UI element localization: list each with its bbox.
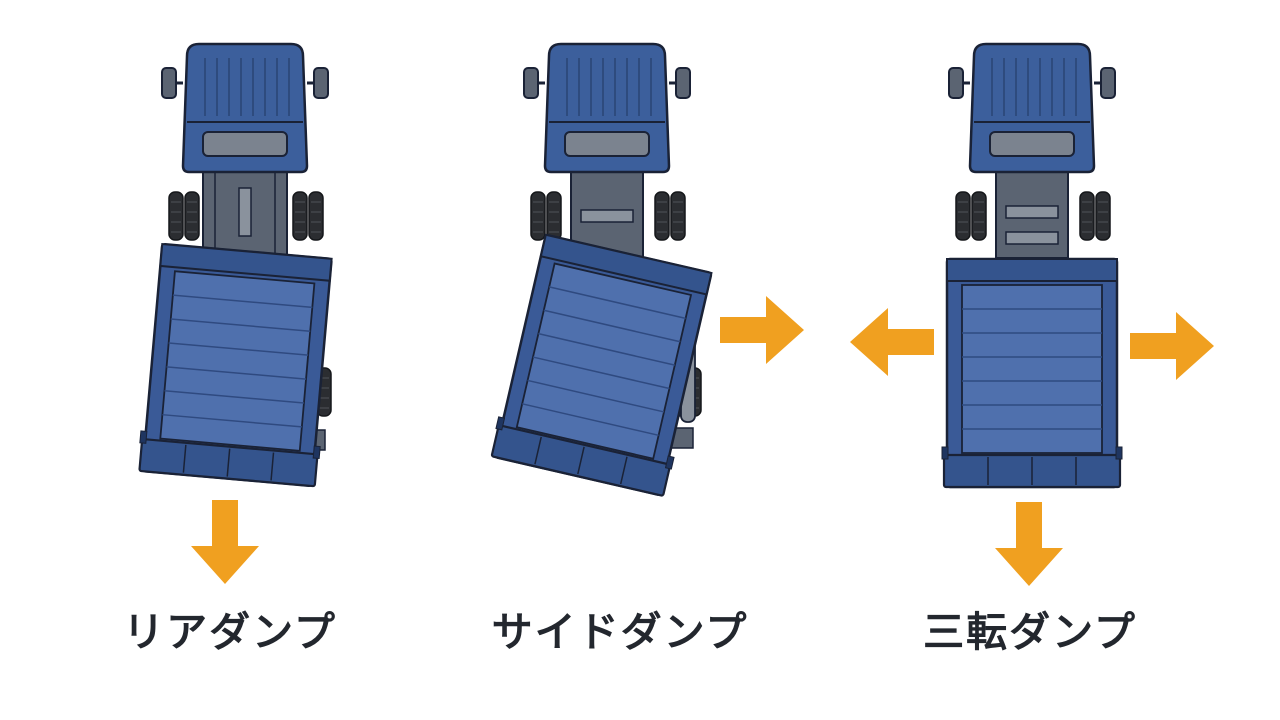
rear-dump-truck <box>136 42 338 584</box>
side-dump-bed <box>488 232 718 498</box>
side-dump-label: サイドダンプ <box>491 608 749 656</box>
three-way-dump-cab <box>947 42 1117 174</box>
rear-dump-cab <box>160 42 330 174</box>
right-arrow-icon <box>1130 312 1214 380</box>
rear-dump-bed <box>136 242 338 488</box>
rear-dump-label: リアダンプ <box>123 608 337 656</box>
side-dump-cab <box>522 42 692 174</box>
right-arrow-icon <box>720 296 804 364</box>
three-way-dump-chassis <box>955 167 1111 259</box>
left-arrow-icon <box>850 308 934 376</box>
three-way-dump-bed <box>940 257 1124 489</box>
side-dump-truck <box>488 42 804 498</box>
down-arrow-icon <box>995 502 1063 586</box>
three-way-dump-label: 三転ダンプ <box>923 608 1137 656</box>
three-way-dump-truck <box>850 42 1214 586</box>
down-arrow-icon <box>191 500 259 584</box>
